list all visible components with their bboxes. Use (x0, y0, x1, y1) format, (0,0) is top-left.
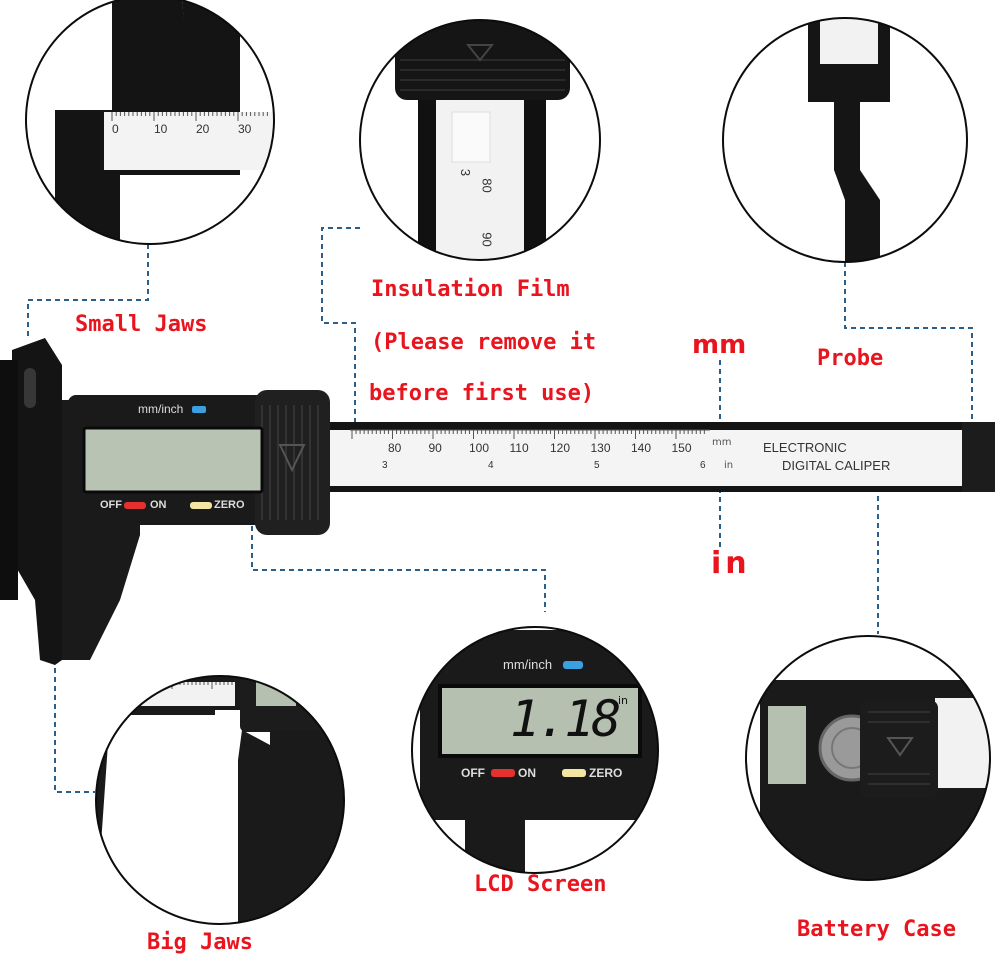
label-big-jaws: Big Jaws (147, 930, 253, 955)
label-lcd-screen: LCD Screen (474, 872, 607, 897)
lcd-off-label: OFF (461, 766, 485, 780)
insulation-detail (360, 20, 600, 260)
caliper-main (0, 338, 995, 665)
lcd-reading: 1.18 (510, 690, 621, 748)
in-scale-tick-2: 5 (594, 460, 600, 471)
insulation-scale-tick-1: 80 (479, 178, 495, 193)
label-probe: Probe (817, 346, 884, 371)
small-jaws-detail (26, 0, 274, 244)
caliper-unit-in: in (724, 460, 734, 471)
caliper-brand-line2: DIGITAL CALIPER (782, 458, 891, 473)
label-mm: mm (692, 330, 747, 360)
big-jaws-detail (96, 676, 344, 924)
lcd-zero-label: ZERO (589, 766, 623, 780)
label-small-jaws: Small Jaws (75, 312, 208, 337)
in-scale-tick-0: 3 (382, 460, 388, 471)
label-insulation-note-1: (Please remove it (371, 330, 597, 355)
mm-scale-tick-3: 110 (509, 441, 529, 455)
caliper-brand-line1: ELECTRONIC (763, 440, 847, 455)
caliper-mode-label: mm/inch (138, 402, 184, 416)
in-scale-tick-1: 4 (488, 460, 494, 471)
mm-scale-tick-2: 100 (469, 441, 490, 455)
mm-scale-tick-5: 130 (590, 441, 611, 455)
caliper-zero-label: ZERO (214, 499, 245, 511)
mm-scale-tick-6: 140 (631, 441, 652, 455)
insulation-scale-tick-0: 3 (458, 168, 474, 177)
caliper-on-label: ON (150, 499, 167, 511)
mm-scale-tick-7: 150 (671, 441, 692, 455)
mm-scale-tick-1: 90 (428, 441, 442, 455)
lcd-unit: in (618, 694, 629, 707)
lcd-mode-label: mm/inch (503, 657, 553, 672)
label-insulation-film: Insulation Film (371, 277, 570, 302)
lcd-on-label: ON (518, 766, 536, 780)
probe-detail (723, 18, 967, 262)
small-scale-tick-2: 20 (196, 122, 210, 136)
mm-scale-tick-0: 80 (388, 441, 402, 455)
in-scale-tick-3: 6 (700, 460, 706, 471)
label-in: in (711, 546, 751, 581)
caliper-off-label: OFF (100, 499, 122, 511)
small-scale-tick-3: 30 (238, 122, 252, 136)
insulation-scale-tick-2: 90 (479, 232, 495, 247)
mm-scale-tick-4: 120 (550, 441, 571, 455)
small-scale-tick-0: 0 (112, 122, 119, 136)
label-battery-case: Battery Case (797, 917, 956, 942)
battery-case-detail (746, 636, 990, 880)
small-scale-tick-1: 10 (154, 122, 168, 136)
lcd-detail (412, 627, 658, 873)
caliper-unit-mm: mm (712, 437, 732, 448)
label-insulation-note-2: before first use) (369, 381, 595, 406)
